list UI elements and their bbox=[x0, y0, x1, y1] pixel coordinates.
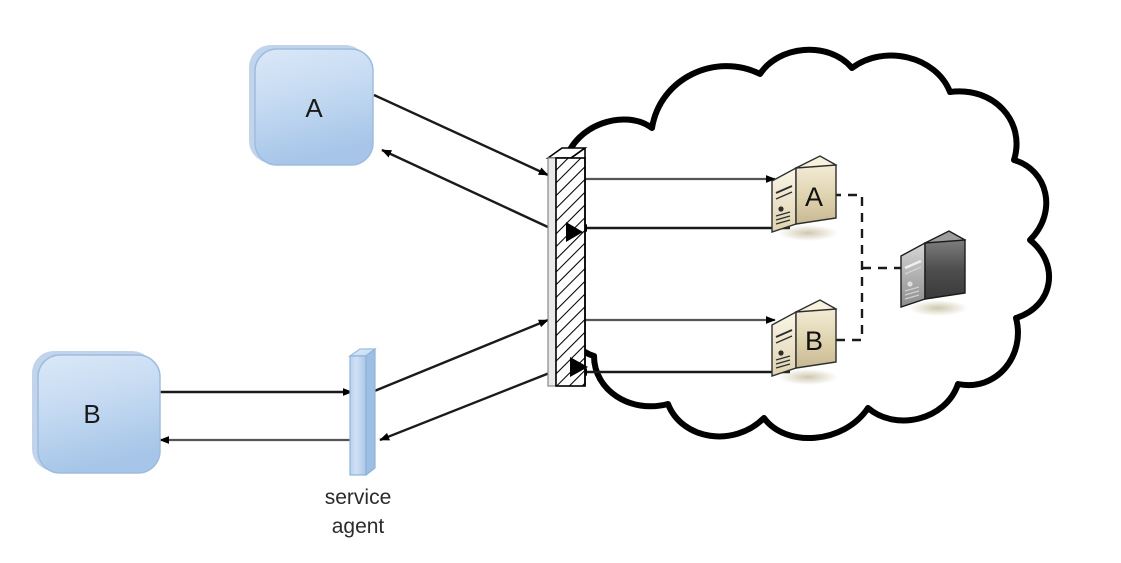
server-b-label: B bbox=[805, 326, 823, 356]
edge-a-to-firewall bbox=[373, 93, 549, 177]
cloud-boundary bbox=[550, 46, 1052, 441]
server-a-node[interactable]: A bbox=[771, 155, 838, 241]
edge-firewall-to-a bbox=[381, 148, 551, 230]
service-agent-label-line1: service bbox=[325, 486, 392, 509]
service-agent-node[interactable]: service agent bbox=[325, 347, 392, 538]
client-a-label: A bbox=[305, 93, 323, 123]
edge-firewall-to-agent bbox=[379, 370, 553, 442]
database-server-node[interactable] bbox=[900, 230, 968, 316]
service-agent-label-line2: agent bbox=[332, 515, 385, 538]
server-b-node[interactable]: B bbox=[771, 299, 838, 385]
firewall-outgoing-markers bbox=[566, 222, 588, 377]
client-box-a[interactable]: A bbox=[249, 45, 374, 166]
firewall-node[interactable] bbox=[545, 147, 588, 387]
edge-servers-to-database bbox=[832, 193, 901, 342]
client-box-b[interactable]: B bbox=[32, 351, 161, 474]
server-a-label: A bbox=[805, 182, 823, 212]
client-b-label: B bbox=[83, 399, 100, 429]
edge-agent-to-firewall bbox=[371, 318, 549, 394]
